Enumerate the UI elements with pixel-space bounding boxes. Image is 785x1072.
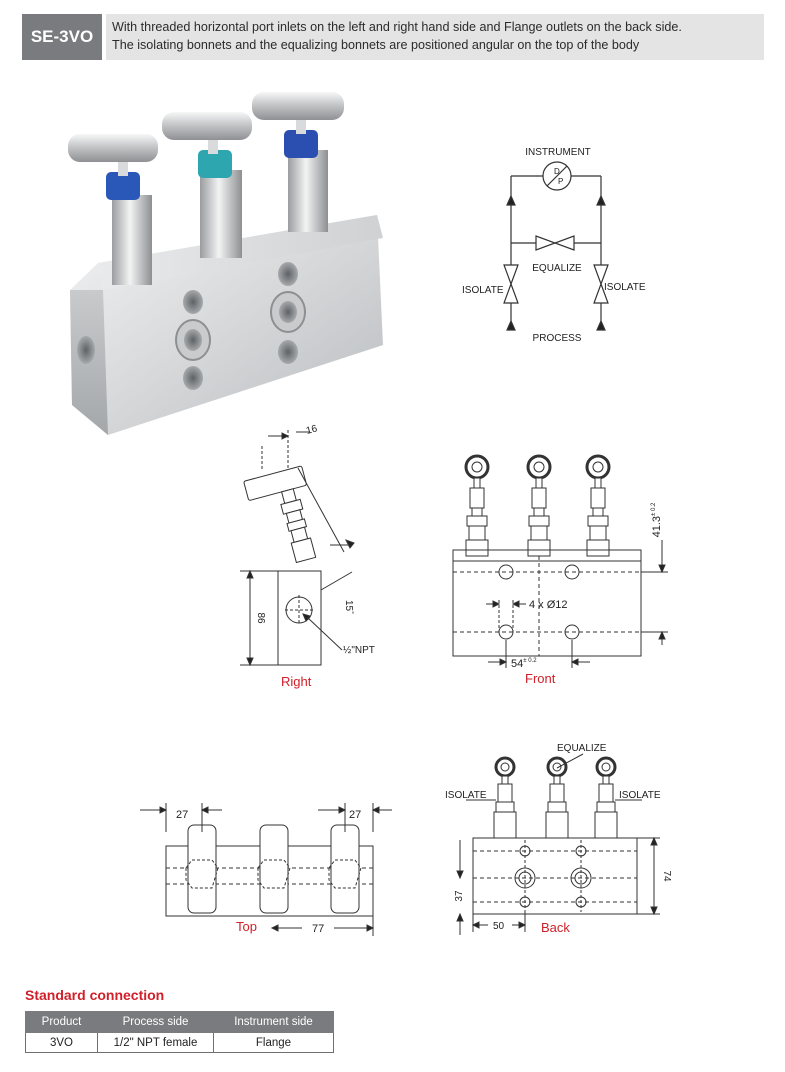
back-dim-bottom: 50 — [493, 921, 505, 932]
back-dim-left: 37 — [454, 890, 465, 902]
schematic-equalize-label: EQUALIZE — [532, 263, 582, 274]
description-box: With threaded horizontal port inlets on … — [106, 14, 764, 60]
back-dim-right: 74 — [661, 870, 672, 882]
table-header-row: Product Process side Instrument side — [25, 1011, 334, 1033]
model-badge: SE-3VO — [22, 14, 102, 60]
back-isolate-right: ISOLATE — [619, 790, 661, 801]
gauge-p: P — [558, 177, 563, 186]
description-line-2: The isolating bonnets and the equalizing… — [112, 38, 640, 52]
table-header-process-side: Process side — [97, 1011, 214, 1033]
back-view-caption: Back — [541, 920, 570, 935]
schematic-instrument-label: INSTRUMENT — [525, 147, 591, 158]
front-dim-height: 41.3± 0.2 — [651, 502, 663, 537]
standard-connection-table: Product Process side Instrument side 3VO… — [25, 1011, 334, 1053]
table-header-instrument-side: Instrument side — [213, 1011, 334, 1033]
top-view-caption: Top — [236, 919, 257, 934]
right-port-label: ½"NPT — [343, 645, 375, 656]
right-view-caption: Right — [281, 674, 312, 689]
table-row: 3VO 1/2" NPT female Flange — [25, 1032, 334, 1053]
front-valve-3 — [585, 454, 611, 557]
schematic-isolate-left: ISOLATE — [462, 285, 504, 296]
back-equalize-label: EQUALIZE — [557, 743, 607, 754]
top-dim-right: 27 — [349, 809, 361, 821]
schematic-process-label: PROCESS — [533, 333, 582, 344]
schematic-isolate-right: ISOLATE — [604, 282, 646, 293]
back-isolate-left: ISOLATE — [445, 790, 487, 801]
back-valve-2 — [545, 756, 569, 839]
front-valve-1 — [464, 454, 490, 557]
description-line-1: With threaded horizontal port inlets on … — [112, 20, 682, 34]
right-dim-top: 16 — [305, 423, 319, 437]
front-valve-2 — [526, 454, 552, 557]
back-valve-1 — [493, 756, 517, 839]
table-cell-instrument-side: Flange — [213, 1032, 334, 1053]
right-dim-height: 86 — [255, 612, 266, 624]
front-dim-width: 54± 0.2 — [511, 658, 537, 670]
table-cell-product: 3VO — [25, 1032, 98, 1053]
back-valve-3 — [594, 756, 618, 839]
top-dim-width: 77 — [312, 923, 324, 935]
right-dim-angle: 15° — [343, 600, 355, 614]
top-dim-left: 27 — [176, 809, 188, 821]
front-view-caption: Front — [525, 671, 556, 686]
table-cell-process-side: 1/2" NPT female — [97, 1032, 214, 1053]
front-holes-label: 4 x Ø12 — [529, 599, 568, 611]
page-header: SE-3VO With threaded horizontal port inl… — [22, 14, 764, 60]
gauge-d: D — [554, 167, 560, 176]
table-header-product: Product — [25, 1011, 98, 1033]
standard-connection-title: Standard connection — [25, 987, 165, 1003]
